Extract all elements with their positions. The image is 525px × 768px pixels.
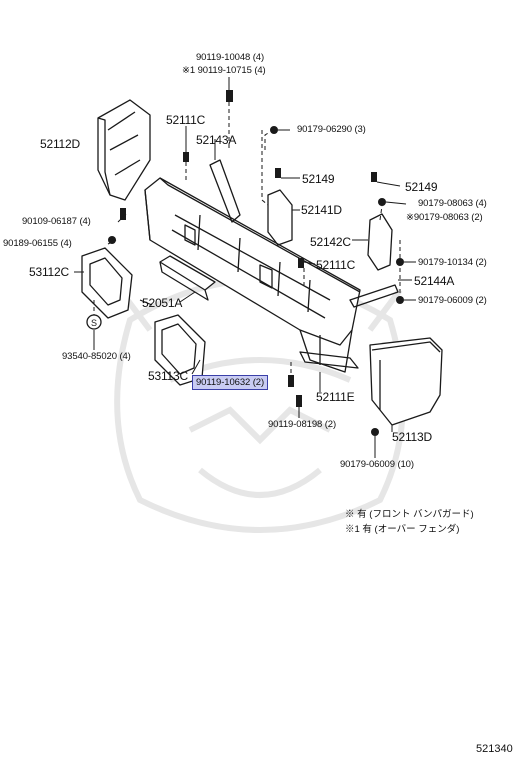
part-90119-08198[interactable]: 90119-08198 (2) [268,419,337,430]
part-90179-06290[interactable]: 90179-06290 (3) [297,124,366,135]
bumper-reinforcement [144,177,361,346]
part-52111C-top[interactable]: 52111C [166,113,206,127]
part-90179-06009-10[interactable]: 90179-06009 (10) [340,459,414,470]
part-52142C[interactable]: 52142C [310,235,351,249]
samurai-watermark [114,277,406,533]
lower-bar [159,255,216,291]
left-bumper-end [97,99,151,201]
bracket-52141D [267,189,293,246]
note-front-bumper-guard: ※ 有 (フロント バンパガード) [345,509,474,520]
lower-cover [299,351,359,369]
part-52051A[interactable]: 52051A [142,296,183,310]
part-90189-06155[interactable]: 90189-06155 (4) [3,238,72,249]
part-90179-08063-2[interactable]: ※90179-08063 (2) [406,212,483,223]
part-53113C[interactable]: 53113C [148,369,188,383]
part-52111C-mid[interactable]: 52111C [316,258,356,272]
part-90179-10134[interactable]: 90179-10134 (2) [418,257,487,268]
part-93540-85020[interactable]: 93540-85020 (4) [62,351,131,362]
part-90179-08063-4[interactable]: 90179-08063 (4) [418,198,487,209]
part-52112D[interactable]: 52112D [40,137,80,151]
part-53112C[interactable]: 53112C [29,265,69,279]
right-bumper-end [369,337,443,426]
part-52141D[interactable]: 52141D [301,203,342,217]
part-90119-10715[interactable]: ※1 90119-10715 (4) [182,65,266,76]
svg-text:S: S [91,318,97,328]
diagram-code: 521340 [476,743,513,755]
stay-52144A [349,284,399,308]
part-52149-a[interactable]: 52149 [302,172,335,186]
part-52113D[interactable]: 52113D [392,430,432,444]
part-52111E[interactable]: 52111E [316,390,355,404]
part-90119-10048[interactable]: 90119-10048 (4) [196,52,265,63]
part-90109-06187[interactable]: 90109-06187 (4) [22,216,91,227]
part-90179-06009-2[interactable]: 90179-06009 (2) [418,295,487,306]
part-52144A[interactable]: 52144A [414,274,455,288]
bracket-52142C [367,213,393,271]
part-90119-10632-highlighted[interactable]: 90119-10632 (2) [192,375,269,390]
part-52149-b[interactable]: 52149 [405,180,438,194]
part-52143A[interactable]: 52143A [196,133,237,147]
note-over-fender: ※1 有 (オーバー フェンダ) [345,524,460,535]
bracket-52143A [209,159,241,223]
